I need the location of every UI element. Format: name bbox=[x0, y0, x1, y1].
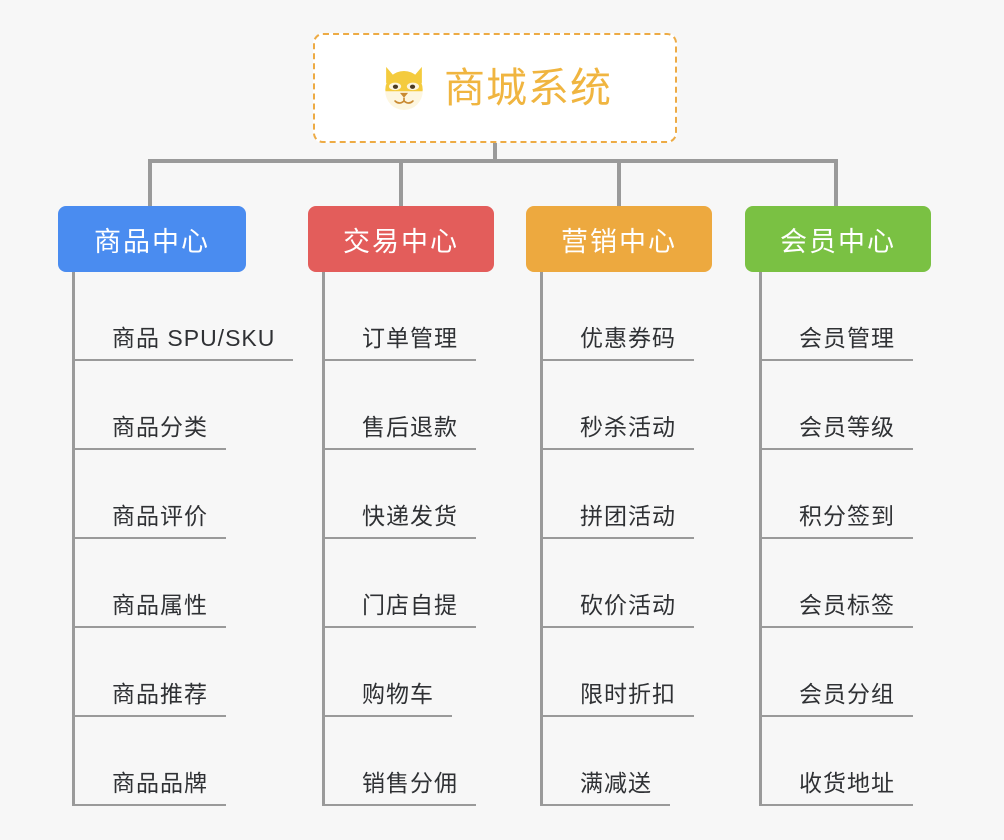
branch-item-label: 商品属性 bbox=[106, 591, 226, 628]
branch-item-label: 商品评价 bbox=[106, 502, 226, 539]
shiba-dog-icon bbox=[385, 66, 423, 110]
branch-item-label: 门店自提 bbox=[356, 591, 476, 628]
branch-item-label: 拼团活动 bbox=[574, 502, 694, 539]
branch-item[interactable]: 商品属性 bbox=[72, 539, 293, 628]
connector-drop-1 bbox=[148, 159, 152, 206]
branch-item[interactable]: 会员管理 bbox=[759, 272, 913, 361]
branch-header[interactable]: 商品中心 bbox=[58, 206, 246, 272]
branch-item-label: 会员分组 bbox=[793, 680, 913, 717]
branch-item-label: 会员管理 bbox=[793, 324, 913, 361]
branch-item-label: 限时折扣 bbox=[574, 680, 694, 717]
branch-item-label: 商品品牌 bbox=[106, 769, 226, 806]
branch-item-list: 商品 SPU/SKU 商品分类商品评价商品属性商品推荐商品品牌 bbox=[72, 272, 294, 806]
branch-item-label: 会员标签 bbox=[793, 591, 913, 628]
branch-item-label: 优惠券码 bbox=[574, 324, 694, 361]
branch-item-label: 收货地址 bbox=[793, 769, 913, 806]
branch-item-list: 会员管理会员等级积分签到会员标签会员分组收货地址 bbox=[759, 272, 913, 806]
branch-spine bbox=[322, 272, 325, 806]
branch-item[interactable]: 购物车 bbox=[322, 628, 476, 717]
branch-item-label: 砍价活动 bbox=[574, 591, 694, 628]
branch-header[interactable]: 交易中心 bbox=[308, 206, 494, 272]
branch-item[interactable]: 收货地址 bbox=[759, 717, 913, 806]
branch-column: 商品中心商品 SPU/SKU 商品分类商品评价商品属性商品推荐商品品牌 bbox=[58, 206, 294, 806]
branch-column: 交易中心订单管理售后退款快递发货门店自提购物车销售分佣 bbox=[308, 206, 494, 806]
branch-item[interactable]: 会员等级 bbox=[759, 361, 913, 450]
branch-item-label: 会员等级 bbox=[793, 413, 913, 450]
branch-item[interactable]: 商品品牌 bbox=[72, 717, 293, 806]
branch-item[interactable]: 限时折扣 bbox=[540, 628, 694, 717]
branch-item[interactable]: 销售分佣 bbox=[322, 717, 476, 806]
branch-spine bbox=[72, 272, 75, 806]
branch-item-list: 优惠券码秒杀活动拼团活动砍价活动限时折扣满减送 bbox=[540, 272, 694, 806]
branch-item[interactable]: 优惠券码 bbox=[540, 272, 694, 361]
branch-item-label: 商品推荐 bbox=[106, 680, 226, 717]
branch-item-label: 快递发货 bbox=[356, 502, 476, 539]
connector-drop-3 bbox=[617, 159, 621, 206]
branch-item[interactable]: 门店自提 bbox=[322, 539, 476, 628]
branch-spine bbox=[540, 272, 543, 806]
branch-item[interactable]: 砍价活动 bbox=[540, 539, 694, 628]
branch-column: 营销中心优惠券码秒杀活动拼团活动砍价活动限时折扣满减送 bbox=[526, 206, 712, 806]
root-title: 商城系统 bbox=[444, 64, 612, 111]
branch-item-label: 秒杀活动 bbox=[574, 413, 694, 450]
branch-item[interactable]: 秒杀活动 bbox=[540, 361, 694, 450]
branch-item[interactable]: 会员标签 bbox=[759, 539, 913, 628]
branch-item[interactable]: 满减送 bbox=[540, 717, 694, 806]
branch-spine bbox=[759, 272, 762, 806]
branch-item[interactable]: 订单管理 bbox=[322, 272, 476, 361]
branch-item-list: 订单管理售后退款快递发货门店自提购物车销售分佣 bbox=[322, 272, 476, 806]
connector-horizontal-bus bbox=[148, 159, 838, 163]
branch-item-label: 购物车 bbox=[356, 680, 452, 717]
branch-item-label: 满减送 bbox=[574, 769, 670, 806]
connector-drop-2 bbox=[399, 159, 403, 206]
branch-item[interactable]: 售后退款 bbox=[322, 361, 476, 450]
branch-header[interactable]: 营销中心 bbox=[526, 206, 712, 272]
branch-item-label: 订单管理 bbox=[356, 324, 476, 361]
branch-item[interactable]: 商品评价 bbox=[72, 450, 293, 539]
branch-item[interactable]: 快递发货 bbox=[322, 450, 476, 539]
branch-item-label: 商品 SPU/SKU bbox=[106, 324, 294, 361]
branch-item[interactable]: 会员分组 bbox=[759, 628, 913, 717]
connector-root-stem bbox=[493, 143, 497, 162]
branch-item-label: 商品分类 bbox=[106, 413, 226, 450]
branch-item-label: 积分签到 bbox=[793, 502, 913, 539]
branch-item[interactable]: 商品推荐 bbox=[72, 628, 293, 717]
branch-item[interactable]: 积分签到 bbox=[759, 450, 913, 539]
branch-item-label: 售后退款 bbox=[356, 413, 476, 450]
branch-item-label: 销售分佣 bbox=[356, 769, 476, 806]
root-node[interactable]: 商城系统 bbox=[313, 33, 677, 143]
branch-header[interactable]: 会员中心 bbox=[745, 206, 931, 272]
connector-drop-4 bbox=[834, 159, 838, 206]
branch-item[interactable]: 拼团活动 bbox=[540, 450, 694, 539]
branch-item[interactable]: 商品分类 bbox=[72, 361, 293, 450]
branch-column: 会员中心会员管理会员等级积分签到会员标签会员分组收货地址 bbox=[745, 206, 931, 806]
branch-item[interactable]: 商品 SPU/SKU bbox=[72, 272, 294, 361]
